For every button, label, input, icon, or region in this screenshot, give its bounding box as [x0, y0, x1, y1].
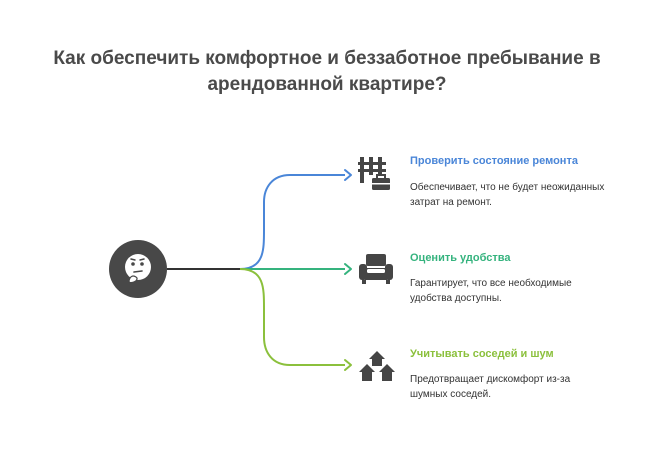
- branch-title-1: Проверить состояние ремонта: [410, 155, 578, 167]
- branch-title-3: Учитывать соседей и шум: [410, 348, 554, 360]
- diagram-title: Как обеспечить комфортное и беззаботное …: [0, 46, 654, 98]
- branch-description-2: Гарантирует, что все необходимые удобств…: [410, 278, 572, 304]
- armchair-icon: [359, 252, 393, 284]
- title-line-1: Как обеспечить комфортное и беззаботное …: [53, 48, 601, 69]
- branch-title-2: Оценить удобства: [410, 252, 511, 264]
- branch-arrow-3: [344, 359, 352, 371]
- branch-connector-1: [239, 174, 345, 270]
- branch-description-1: Обеспечивает, что не будет неожиданных з…: [410, 182, 605, 208]
- branch-arrow-2: [344, 263, 352, 275]
- thinking-face-icon: [125, 254, 151, 284]
- branch-description-3: Предотвращает дискомфорт из-за шумных со…: [410, 374, 571, 400]
- neighborhood-houses-icon: [359, 349, 395, 381]
- hub-circle: [109, 240, 167, 298]
- renovation-toolbox-icon: [358, 157, 390, 190]
- branch-connector-3: [239, 268, 345, 366]
- branch-arrow-1: [344, 169, 352, 181]
- title-line-2: арендованной квартире?: [207, 74, 447, 95]
